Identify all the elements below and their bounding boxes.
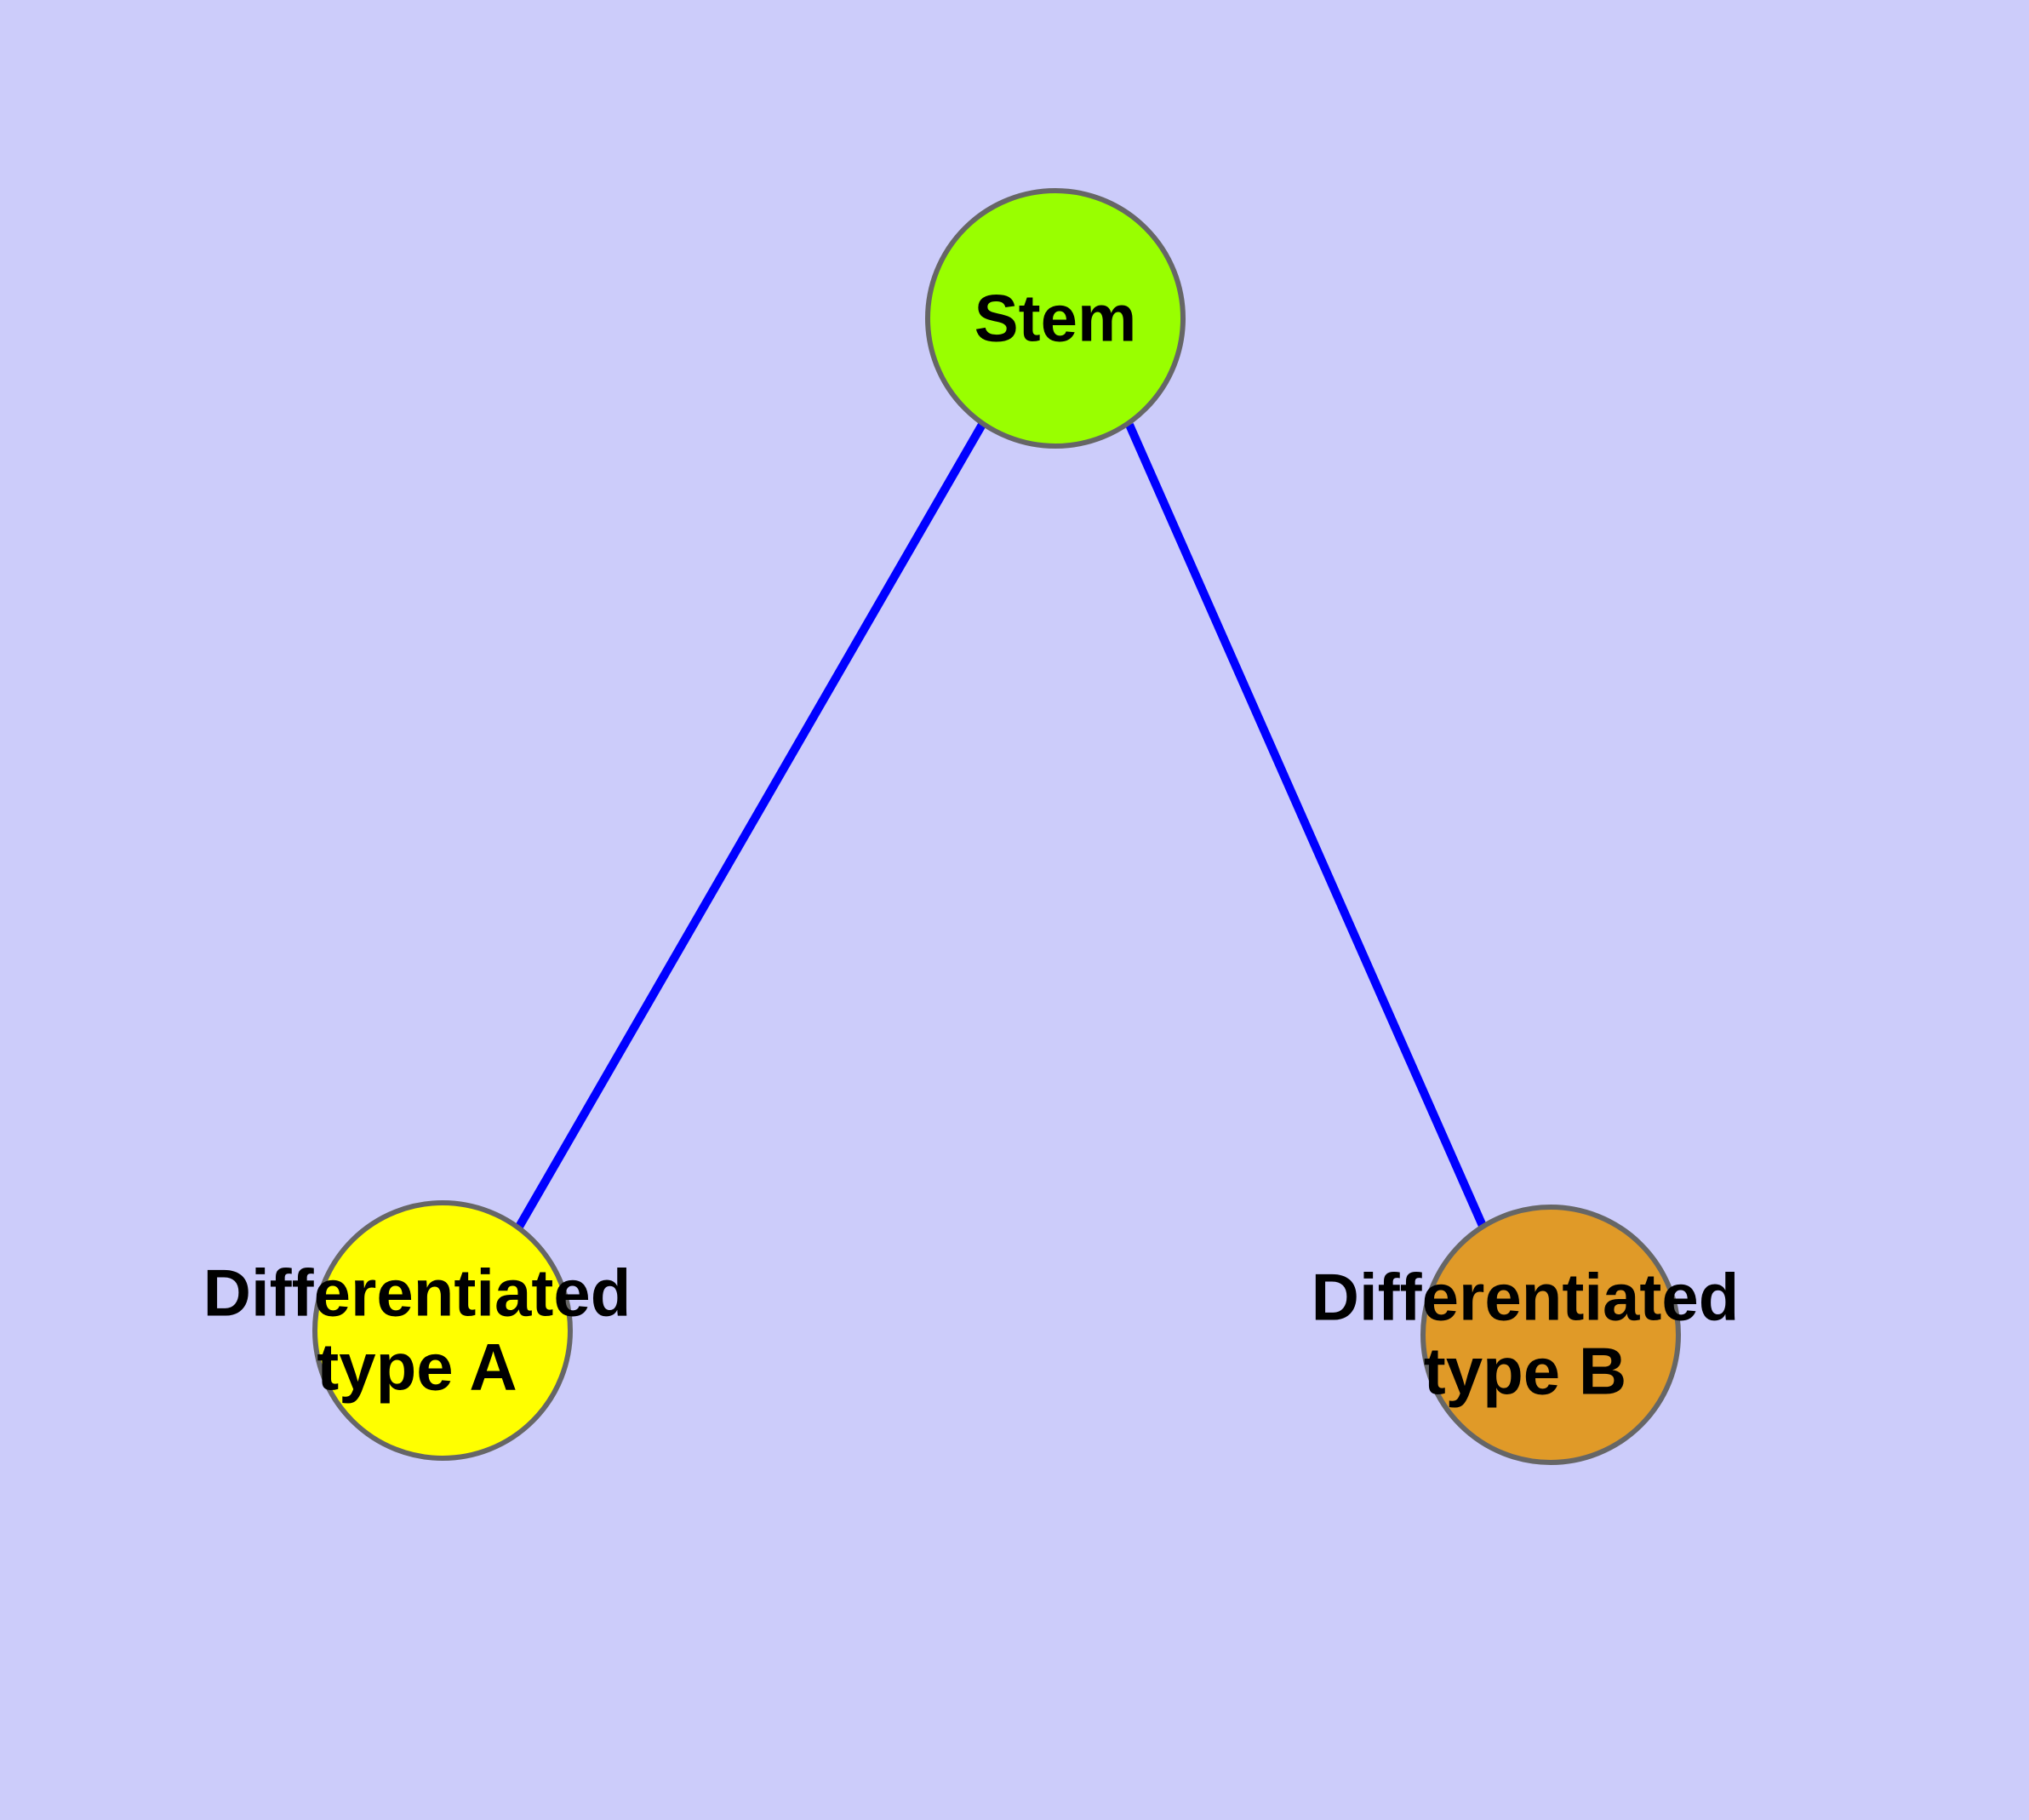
graph-node-stem[interactable] <box>925 188 1186 449</box>
graph-node-diff_a[interactable] <box>312 1200 573 1461</box>
graph-edge-stem-to-diff_b <box>1125 422 1487 1228</box>
graph-node-diff_b[interactable] <box>1420 1205 1681 1465</box>
nodes-layer <box>312 188 1681 1465</box>
edges-layer <box>515 421 1487 1229</box>
graph-edge-stem-to-diff_a <box>515 421 987 1229</box>
